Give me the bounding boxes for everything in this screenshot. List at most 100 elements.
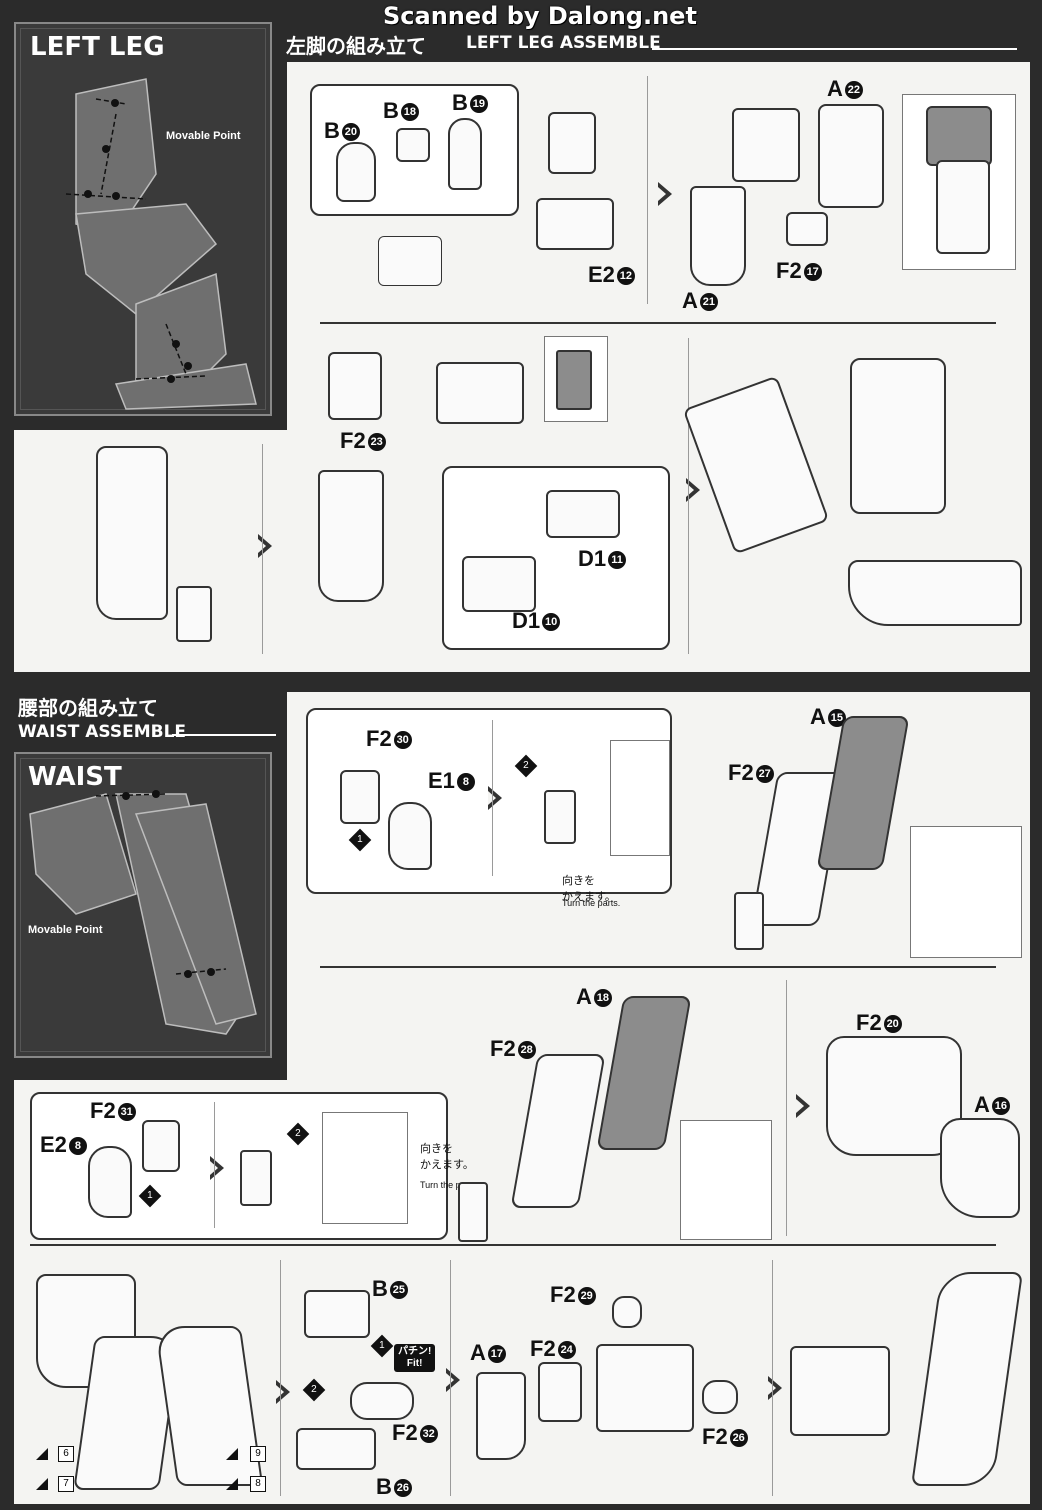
part-f2-31: [142, 1120, 180, 1172]
left-leg-heading-jp: 左脚の組み立て: [286, 34, 426, 58]
part-result-body: [936, 160, 990, 254]
part-f2-30: [340, 770, 380, 824]
part-lower-leg-first: [96, 446, 168, 620]
part-rotated: [544, 790, 576, 844]
part-f2-17: [786, 212, 828, 246]
part-a21: [690, 186, 746, 286]
turn-parts-en: Turn the parts.: [420, 1180, 479, 1190]
part-a16: [940, 1118, 1020, 1218]
part-detail-vent: [556, 350, 592, 410]
flow-arrow: [796, 1094, 810, 1118]
flow-arrow: [258, 534, 272, 558]
movable-point-label: Movable Point: [28, 924, 103, 936]
fit-badge-jp: パチン!: [398, 1346, 432, 1357]
result-frame-waist-4: [322, 1112, 408, 1224]
part-d1-11: [546, 490, 620, 538]
part-f2-20: [826, 1036, 962, 1156]
ref-mark-8: [226, 1478, 238, 1490]
part-a17: [476, 1372, 526, 1460]
flow-arrow: [210, 1156, 224, 1180]
part-hip-block: [596, 1344, 694, 1432]
ref-7: 7: [58, 1476, 74, 1492]
ref-mark-9: [226, 1448, 238, 1460]
fit-badge-en: Fit!: [406, 1358, 423, 1369]
part-foot: [848, 560, 1022, 626]
flow-arrow: [488, 786, 502, 810]
section-rule: [30, 1244, 996, 1246]
part-thigh: [850, 358, 946, 514]
divider: [492, 720, 493, 876]
divider: [262, 444, 263, 654]
flow-arrow: [658, 182, 672, 206]
scan-credit: Scanned by Dalong.net: [383, 2, 697, 30]
part-ring: [350, 1382, 414, 1420]
part-b18: [396, 128, 430, 162]
divider: [450, 1260, 451, 1496]
movable-point-label: Movable Point: [166, 130, 241, 142]
left-leg-reference-box: LEFT LEG Movable Point: [14, 22, 272, 416]
part-b26: [296, 1428, 376, 1470]
left-leg-silhouette: [65, 78, 257, 410]
part-joint-cap: [548, 112, 596, 174]
part-e2-12-detail: [378, 236, 442, 286]
part-e1-8: [388, 802, 432, 870]
turn-parts-jp: 向きを かえます。: [420, 1143, 474, 1171]
part-e2-8: [88, 1146, 132, 1218]
part-lower-leg-second: [318, 470, 384, 602]
part-f2-26: [702, 1380, 738, 1414]
part-crystal: [734, 892, 764, 950]
waist-box-title: WAIST: [28, 762, 122, 792]
ref-9: 9: [250, 1446, 266, 1462]
result-frame-waist-2: [910, 826, 1022, 958]
ref-8: 8: [250, 1476, 266, 1492]
result-frame-waist-3: [680, 1120, 772, 1240]
part-hip-joint: [732, 108, 800, 182]
part-f2-24: [538, 1362, 582, 1422]
turn-parts-jp: 向きを かえます。: [562, 875, 616, 903]
fit-badge: パチン! Fit!: [394, 1344, 436, 1372]
part-rotated-2: [240, 1150, 272, 1206]
divider: [772, 1260, 773, 1496]
waist-reference-box: WAIST Movable Point: [14, 752, 272, 1058]
part-b19: [448, 118, 482, 190]
result-frame-waist-1: [610, 740, 670, 856]
waist-silhouette: [29, 790, 257, 1035]
section-rule: [320, 322, 996, 324]
part-f2-29: [612, 1296, 642, 1328]
flow-arrow: [446, 1368, 460, 1392]
part-final-hip: [790, 1346, 890, 1436]
flow-arrow: [686, 478, 700, 502]
divider: [280, 1260, 281, 1496]
divider: [214, 1102, 215, 1228]
ref-6: 6: [58, 1446, 74, 1462]
part-b25: [304, 1290, 370, 1338]
waist-heading-jp: 腰部の組み立て: [18, 696, 158, 720]
flow-arrow: [768, 1376, 782, 1400]
left-leg-box-title: LEFT LEG: [30, 32, 165, 62]
flow-arrow: [276, 1380, 290, 1404]
divider: [688, 338, 689, 654]
ref-mark-6: [36, 1448, 48, 1460]
ref-mark-7: [36, 1478, 48, 1490]
divider: [786, 980, 787, 1236]
